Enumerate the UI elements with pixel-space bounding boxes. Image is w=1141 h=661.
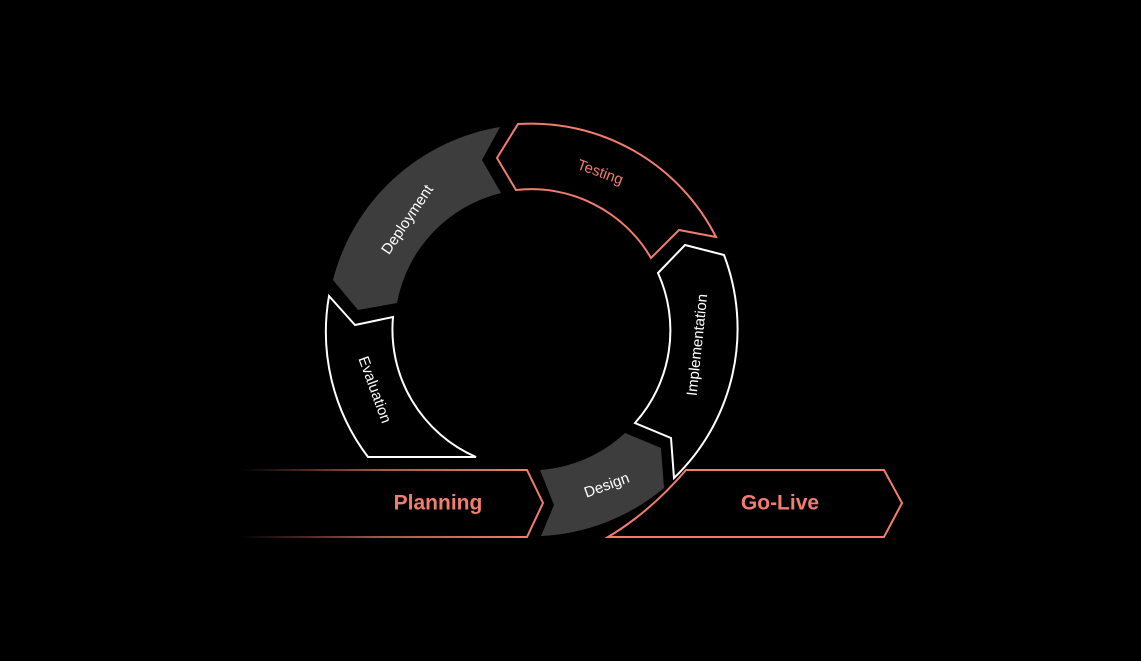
deployment-arrow [333,127,501,310]
stage-testing: Testing [495,122,718,260]
planning-label: Planning [394,492,483,515]
stage-golive: Go-Live [604,469,904,538]
stage-implementation: Implementation [633,243,739,481]
stage-evaluation: Evaluation [324,293,477,458]
implementation-arrow [633,243,739,481]
golive-arrow [604,469,904,538]
stage-deployment: Deployment [333,127,501,310]
planning-arrow [240,469,545,538]
evaluation-arrow [324,293,477,458]
stage-design: Design [540,433,664,536]
golive-label: Go-Live [741,492,819,515]
testing-arrow [495,122,718,260]
stage-planning: Planning [240,469,545,538]
design-arrow [540,433,664,536]
